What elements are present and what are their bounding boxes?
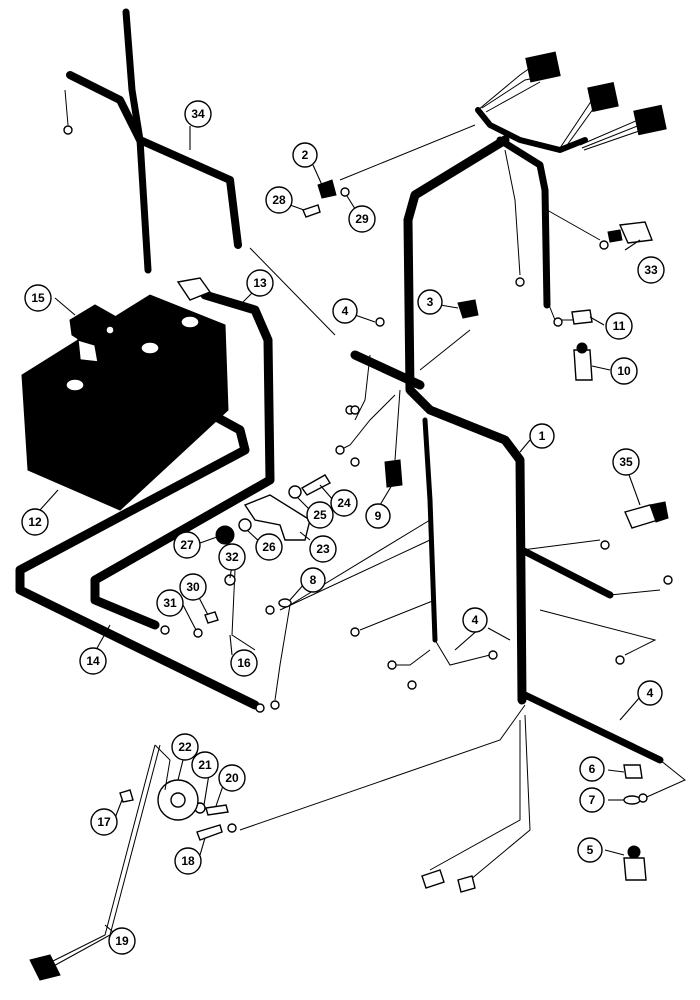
callout-28: 28 [265, 186, 293, 214]
callouts: 1 2 3 4 4 4 5 6 7 8 9 10 11 12 13 14 15 … [21, 100, 665, 955]
callout-label: 23 [316, 542, 330, 556]
callout-4-middle: 4 [462, 607, 488, 633]
callout-35: 35 [612, 448, 640, 476]
callout-19: 19 [108, 927, 136, 955]
callout-4-top: 4 [332, 298, 358, 324]
callout-30: 30 [179, 573, 207, 601]
callout-label: 12 [28, 515, 42, 529]
callout-26: 26 [255, 533, 283, 561]
callout-label: 1 [539, 429, 546, 443]
callout-14: 14 [79, 647, 107, 675]
callout-label: 33 [644, 263, 658, 277]
callout-23: 23 [309, 535, 337, 563]
callout-label: 10 [617, 364, 631, 378]
terminal-cover [69, 304, 119, 363]
callout-label: 21 [198, 758, 212, 772]
callout-21: 21 [191, 751, 219, 779]
callout-16: 16 [230, 649, 258, 677]
callout-3: 3 [417, 289, 443, 315]
callout-8: 8 [300, 567, 326, 593]
callout-12: 12 [21, 508, 49, 536]
callout-label: 28 [272, 193, 286, 207]
callout-22: 22 [171, 733, 199, 761]
leader-lines [39, 126, 641, 939]
callout-13: 13 [246, 269, 274, 297]
ring-terminals [63, 125, 673, 833]
callout-10: 10 [610, 357, 638, 385]
callout-15: 15 [24, 284, 52, 312]
callout-label: 15 [31, 291, 45, 305]
callout-label: 32 [225, 550, 239, 564]
callout-5: 5 [577, 837, 603, 863]
callout-label: 31 [163, 596, 177, 610]
callout-4-right: 4 [637, 680, 663, 706]
callout-label: 34 [191, 107, 205, 121]
callout-1: 1 [529, 423, 555, 449]
main-harness [66, 8, 664, 764]
callout-label: 16 [237, 656, 251, 670]
callout-20: 20 [218, 764, 246, 792]
callout-label: 11 [613, 319, 626, 333]
callout-label: 29 [355, 212, 369, 226]
callout-11: 11 [605, 312, 633, 340]
callout-25: 25 [306, 501, 334, 529]
callout-label: 8 [310, 573, 317, 587]
callout-18: 18 [174, 847, 202, 875]
callout-label: 4 [647, 686, 654, 700]
callout-17: 17 [90, 808, 118, 836]
callout-6: 6 [579, 756, 605, 782]
callout-34: 34 [184, 100, 212, 128]
callout-label: 2 [302, 148, 309, 162]
signal-wires [64, 89, 686, 881]
callout-label: 3 [427, 295, 434, 309]
callout-27: 27 [173, 531, 201, 559]
callout-label: 30 [186, 580, 200, 594]
callout-32: 32 [218, 543, 246, 571]
callout-7: 7 [579, 787, 605, 813]
callout-label: 4 [342, 304, 349, 318]
battery-clamp [176, 277, 212, 301]
callout-33: 33 [637, 256, 665, 284]
callout-label: 13 [253, 276, 267, 290]
callout-label: 20 [225, 771, 239, 785]
callout-label: 6 [589, 762, 596, 776]
callout-label: 24 [337, 496, 351, 510]
callout-24: 24 [330, 489, 358, 517]
callout-2: 2 [292, 142, 318, 168]
callout-label: 35 [619, 455, 633, 469]
callout-label: 17 [97, 815, 111, 829]
callout-label: 26 [262, 540, 276, 554]
callout-label: 19 [115, 934, 129, 948]
callout-label: 5 [587, 843, 594, 857]
callout-label: 7 [589, 793, 596, 807]
callout-label: 22 [178, 740, 192, 754]
relay-connectors [477, 51, 667, 151]
callout-label: 25 [313, 508, 327, 522]
callout-29: 29 [348, 205, 376, 233]
callout-label: 27 [180, 538, 194, 552]
callout-label: 18 [181, 854, 195, 868]
battery [21, 294, 229, 511]
callout-label: 4 [472, 613, 479, 627]
callout-9: 9 [365, 503, 391, 529]
callout-label: 14 [86, 654, 100, 668]
callout-31: 31 [156, 589, 184, 617]
callout-label: 9 [375, 509, 382, 523]
